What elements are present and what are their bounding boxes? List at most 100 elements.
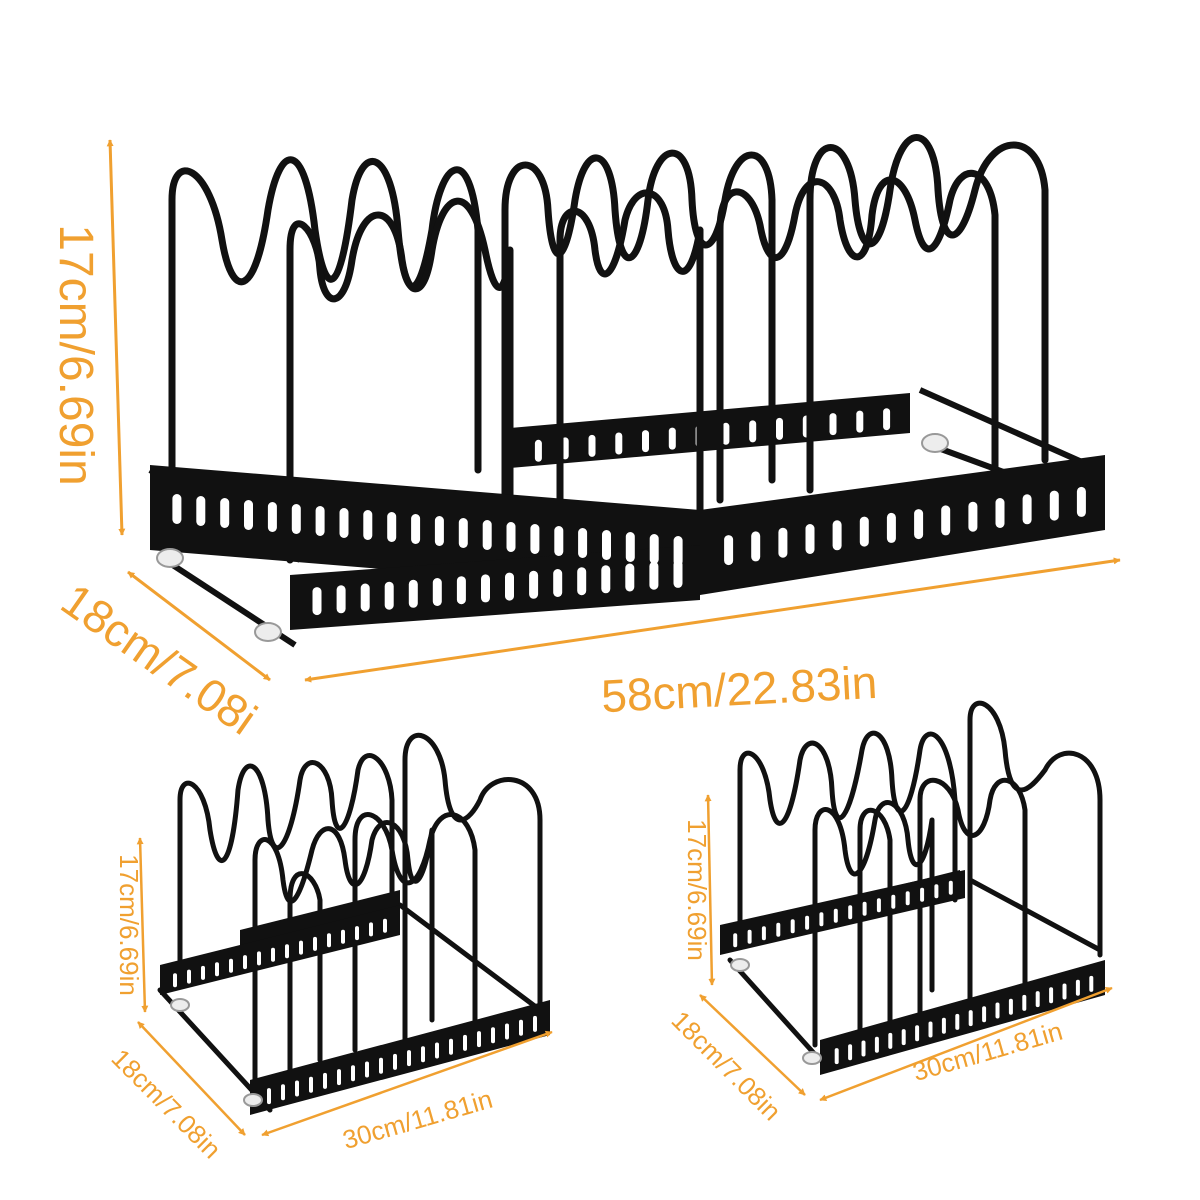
rail-slot [1008, 998, 1013, 1015]
rail-slot [790, 919, 795, 934]
rail-slot [360, 583, 370, 612]
large-length-label: 58cm/22.83in [600, 656, 879, 722]
rail-slot [291, 504, 301, 534]
rail-slot [625, 532, 635, 562]
rail-slot [928, 1021, 933, 1038]
rail-slot [668, 427, 676, 450]
rail-slot [649, 561, 659, 590]
rail-slot [601, 565, 611, 594]
rail-slot [805, 524, 815, 554]
rail-slot [387, 512, 397, 542]
rail-slot [312, 587, 322, 616]
rail-slot [379, 1057, 383, 1074]
rail-slot [458, 518, 468, 548]
rail-slot [336, 585, 346, 614]
rail-slot [281, 1084, 285, 1101]
large-height-label: 17cm/6.69in [49, 224, 102, 486]
rail-slot [747, 929, 752, 944]
rail-slot [649, 534, 659, 564]
rail-slot [862, 901, 867, 916]
large-expandable-rack [148, 134, 1105, 648]
rail-slot [615, 432, 623, 455]
rail-slot [267, 1088, 271, 1105]
small-left-dimension-arrows [136, 837, 553, 1137]
rail-slot [829, 413, 837, 436]
rail-slot [434, 516, 444, 546]
rail-slot [337, 1069, 341, 1086]
rail-slot [313, 936, 317, 951]
rail-slot [215, 962, 219, 977]
rail-slot [553, 569, 563, 597]
rail-slot [463, 1034, 467, 1051]
rail-slot [920, 887, 925, 902]
rail-slot [1049, 490, 1059, 521]
rail-slot [257, 951, 261, 966]
small-rack-left [157, 732, 550, 1115]
large-rack-dimension-arrows [106, 139, 1121, 683]
rail-slot [905, 891, 910, 906]
rail-slot [941, 1017, 946, 1034]
rail-slot [285, 944, 289, 959]
rail-slot [323, 1072, 327, 1089]
rail-slot [315, 506, 325, 536]
rail-slot [859, 516, 869, 547]
rail-slot [271, 947, 275, 962]
rail-slot [519, 1019, 523, 1036]
large-depth-label: 18cm/7.08i [52, 573, 266, 745]
large-length-arrow [304, 557, 1121, 683]
rail-slot [1062, 983, 1067, 1000]
rail-slot [848, 1044, 853, 1061]
rail-slot [1022, 994, 1027, 1011]
rail-slot [534, 439, 542, 462]
rail-slot [733, 933, 738, 948]
small-left-height-label: 17cm/6.69in [114, 854, 144, 996]
rail-slot [1035, 991, 1040, 1008]
rail-slot [173, 973, 177, 988]
rail-slot [722, 422, 730, 445]
rail-slot [172, 494, 182, 524]
rail-slot [874, 1036, 879, 1053]
rail-slot [435, 1042, 439, 1059]
rail-slot [187, 969, 191, 984]
rail-slot [456, 576, 466, 605]
rail-slot [834, 1048, 839, 1065]
rail-slot [355, 926, 359, 941]
rail-slot [1049, 987, 1054, 1004]
small-right-depth-arrow [699, 994, 806, 1096]
rail-slot [673, 559, 683, 588]
rail-slot [578, 528, 588, 558]
rail-slot [761, 926, 766, 941]
rail-slot [384, 581, 394, 610]
rail-slot [886, 512, 896, 543]
rail-slot [751, 531, 761, 562]
rail-slot [861, 1040, 866, 1057]
rail-slot [432, 578, 442, 606]
rail-slot [481, 574, 490, 603]
rail-slot [833, 908, 838, 923]
rail-slot [369, 922, 373, 937]
small-left-depth-arrow [137, 1021, 246, 1136]
rail-slot [749, 420, 757, 443]
rail-slot [327, 933, 331, 948]
rail-slot [941, 505, 951, 536]
rail-slot [408, 579, 418, 608]
rail-slot [625, 563, 635, 592]
rail-slot [393, 1053, 397, 1070]
rail-slot [407, 1050, 411, 1067]
rail-slot [363, 510, 373, 540]
small-right-dimension-arrows [699, 794, 1113, 1102]
rail-slot [1075, 979, 1080, 996]
rail-slot [891, 894, 896, 909]
large-rack-front-rail [150, 455, 1105, 630]
rail-slot [351, 1065, 355, 1082]
rail-slot [530, 524, 540, 554]
small-right-depth-label: 18cm/7.08in [666, 1005, 787, 1126]
rail-slot [776, 417, 783, 440]
rail-slot [1022, 494, 1032, 525]
rail-slot [341, 929, 345, 944]
rail-slot [243, 955, 247, 970]
rail-slot [856, 410, 864, 433]
rail-slot [968, 1010, 973, 1027]
rail-slot [901, 1029, 906, 1046]
rail-slot [955, 1013, 960, 1030]
